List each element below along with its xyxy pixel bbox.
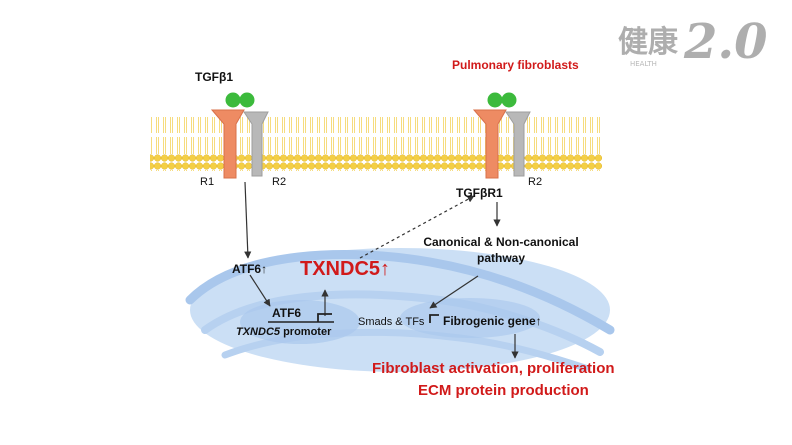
receptor-r2-left <box>243 111 269 177</box>
txndc5-gene-name: TXNDC5 <box>236 326 281 338</box>
r2-right-label: R2 <box>528 176 543 188</box>
health20-logo: 健康 2.0 HEALTH <box>616 8 786 80</box>
promoter-word: promoter <box>280 326 332 338</box>
smads-bracket <box>429 314 439 323</box>
canonical-line1: Canonical & Non-canonical <box>423 235 579 249</box>
promoter-bracket <box>317 313 332 322</box>
smads-tfs-label: Smads & TFs <box>358 316 425 328</box>
txndc5-up-label: TXNDC5↑ <box>300 258 391 280</box>
arrow-txndc5-to-tgfbr1 <box>359 195 475 259</box>
logo-chinese: 健康 <box>618 25 679 60</box>
result-line2: ECM protein production <box>418 382 589 399</box>
left-receptor-complex <box>210 92 269 179</box>
right-receptor-complex <box>472 92 531 179</box>
r2-left-label: R2 <box>272 176 287 188</box>
logo-number: 2.0 <box>683 14 768 70</box>
ligand-right-a <box>487 92 503 108</box>
receptor-r2-right <box>505 111 531 177</box>
atf6-label: ATF6 <box>272 306 302 320</box>
arrows <box>244 181 519 359</box>
pulmonary-fibroblasts-label: Pulmonary fibroblasts <box>452 58 579 72</box>
logo-graphic: 健康 2.0 HEALTH <box>618 14 768 70</box>
arrow-receptor-to-atf6 <box>244 181 252 259</box>
fibrogenic-gene-label: Fibrogenic gene↑ <box>443 314 542 328</box>
arrow-pathway-to-smads <box>429 275 479 309</box>
ligand-right-b <box>501 92 517 108</box>
receptor-r1-right <box>472 109 507 179</box>
r1-left-label: R1 <box>200 176 215 188</box>
result-line1: Fibroblast activation, proliferation <box>372 360 615 377</box>
atf6-up-label: ATF6↑ <box>232 262 268 276</box>
ligand-left-a <box>225 92 241 108</box>
canonical-line2: pathway <box>476 251 525 265</box>
cell-membrane <box>150 117 602 171</box>
tgfbr1-label: TGFβR1 <box>456 186 503 200</box>
receptor-r1-left <box>210 109 245 179</box>
txndc5-promoter-label: TXNDC5 promoter <box>236 326 331 338</box>
canonical-pathway-label: Canonical & Non-canonical pathway <box>418 234 584 266</box>
tgfb1-label: TGFβ1 <box>195 70 233 84</box>
arrow-atf6-to-promoter <box>249 274 271 307</box>
promoter-marks <box>268 313 439 323</box>
ligand-left-b <box>239 92 255 108</box>
logo-small: HEALTH <box>630 60 657 68</box>
